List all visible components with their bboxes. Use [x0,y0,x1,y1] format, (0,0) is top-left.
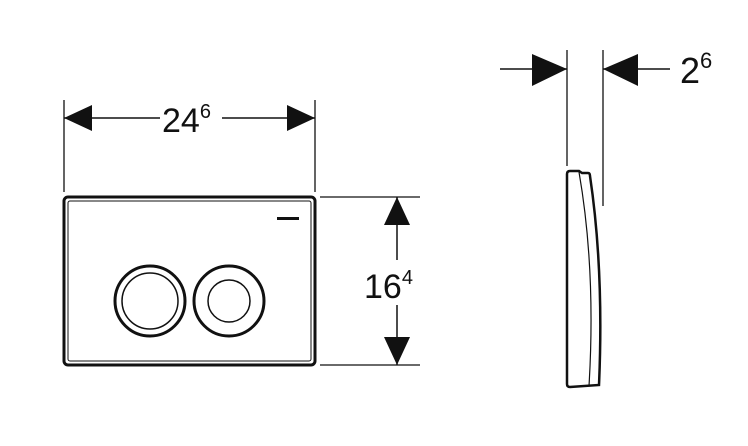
arrow-up-icon [384,197,410,225]
arrow-right-icon [532,54,567,86]
arrow-down-icon [384,337,410,365]
flush-button-small [192,264,266,338]
flush-button-large [113,264,187,338]
depth-dimension: 26 [500,48,712,91]
width-value: 246 [162,101,211,140]
height-dimension: 164 [320,196,420,366]
width-dimension: 246 [63,100,316,192]
front-view-plate [62,195,317,367]
arrow-right-icon [287,105,315,131]
arrow-left-icon [603,54,638,86]
height-value: 164 [364,267,413,306]
brand-logo [277,217,299,220]
side-view-plate [565,50,604,389]
arrow-left-icon [64,105,92,131]
depth-value: 26 [680,48,712,91]
